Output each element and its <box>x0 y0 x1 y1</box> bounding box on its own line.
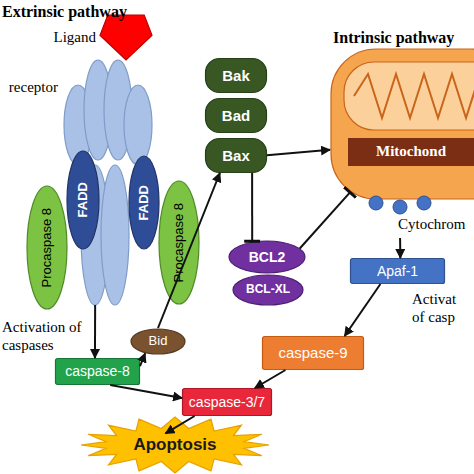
pathway-heading: Intrinsic pathway <box>333 28 454 47</box>
cristae-line <box>354 74 474 118</box>
inhibition-connector <box>300 192 350 248</box>
adaptor-ellipse-outline <box>67 151 99 249</box>
pathway-heading: Extrinsic pathway <box>2 2 127 21</box>
mitochondrion-shape: Mitochond <box>330 48 474 200</box>
process-box-outline <box>183 389 272 416</box>
arrow-connector <box>110 385 182 398</box>
node-label: Bad <box>222 107 250 124</box>
arrow-connector <box>94 305 96 358</box>
arrow-connector <box>255 370 286 388</box>
procaspase-ellipse-outline <box>27 186 67 309</box>
arrow-connector <box>267 150 330 155</box>
inner-membrane <box>344 62 474 130</box>
mitochondrion-shape-outline <box>331 49 474 199</box>
protein-ellipse: BCL-XL <box>232 274 304 306</box>
arrow-connector <box>345 284 381 336</box>
inhibition-connector <box>251 173 253 241</box>
procaspase-ellipse: Procaspase 8 <box>26 185 68 310</box>
receptor-domain <box>124 85 152 165</box>
node-label: Mitochond <box>348 138 474 166</box>
protein-box-outline <box>206 59 267 93</box>
process-box: caspase-8 <box>55 358 140 385</box>
node-label: BCL2 <box>249 249 286 265</box>
outcome-starburst-outline <box>81 417 269 473</box>
cytochrome-dot <box>393 200 407 214</box>
cytochrome-dots: Cytochrom <box>362 196 474 238</box>
procaspase-ellipse: Procaspase 8 <box>158 180 200 305</box>
process-box: caspase-9 <box>262 336 364 370</box>
node-label: caspase-8 <box>65 363 130 379</box>
protein-box: Bak <box>205 58 267 93</box>
node-label: Bak <box>222 67 250 84</box>
protein-ellipse: BCL2 <box>228 240 306 274</box>
protein-ellipse: Bid <box>130 328 186 355</box>
label-band <box>348 138 474 166</box>
process-box: caspase-3/7 <box>182 388 272 416</box>
node-label: Cytochrom <box>398 216 474 233</box>
node-label: FADD <box>76 182 91 217</box>
protein-box: Bax <box>205 138 267 173</box>
node-label: Apaf-1 <box>377 263 418 279</box>
cytochrome-dot <box>369 196 383 210</box>
ligand-shape-outline <box>100 15 152 60</box>
edge-label: Activation of caspases <box>2 318 82 354</box>
outcome-starburst: Apoptosis <box>80 416 270 474</box>
node-label: caspase-9 <box>278 344 347 361</box>
arrow-connector <box>399 238 401 258</box>
ligand-shape: Ligand <box>100 15 152 60</box>
node-label: Ligand <box>38 29 96 46</box>
protein-box-outline <box>206 139 267 173</box>
process-box-outline <box>263 337 364 370</box>
node-label: Procaspase 8 <box>40 208 55 288</box>
process-box: Apaf-1 <box>350 258 445 284</box>
node-label: BCL-XL <box>246 283 290 297</box>
arrow-connector <box>158 173 220 328</box>
receptor-domain <box>101 165 129 305</box>
procaspase-ellipse-outline <box>159 181 199 304</box>
node-label: Bax <box>222 147 250 164</box>
protein-box-outline <box>206 99 267 133</box>
node-label: FADD <box>137 185 152 220</box>
adaptor-ellipse: FADD <box>66 150 100 250</box>
process-box-outline <box>56 359 140 385</box>
protein-ellipse-outline <box>229 241 305 273</box>
arrow-connector <box>140 353 145 366</box>
node-label: Procaspase 8 <box>172 203 187 283</box>
mitochondrion-shape-graphic <box>330 48 474 200</box>
protein-ellipse-outline <box>131 329 185 354</box>
node-label: Bid <box>149 334 168 349</box>
protein-box: Bad <box>205 98 267 133</box>
ligand-shape-graphic <box>100 15 152 60</box>
protein-ellipse-outline <box>233 275 303 305</box>
adaptor-ellipse: FADD <box>128 155 160 250</box>
adaptor-ellipse-outline <box>129 156 159 249</box>
node-label: Apoptosis <box>133 435 216 455</box>
edge-label: Activat of casp <box>412 290 472 326</box>
process-box-outline <box>351 259 445 284</box>
node-label: receptor <box>0 79 58 96</box>
node-label: caspase-3/7 <box>189 394 265 410</box>
cytochrome-dot <box>417 196 431 210</box>
